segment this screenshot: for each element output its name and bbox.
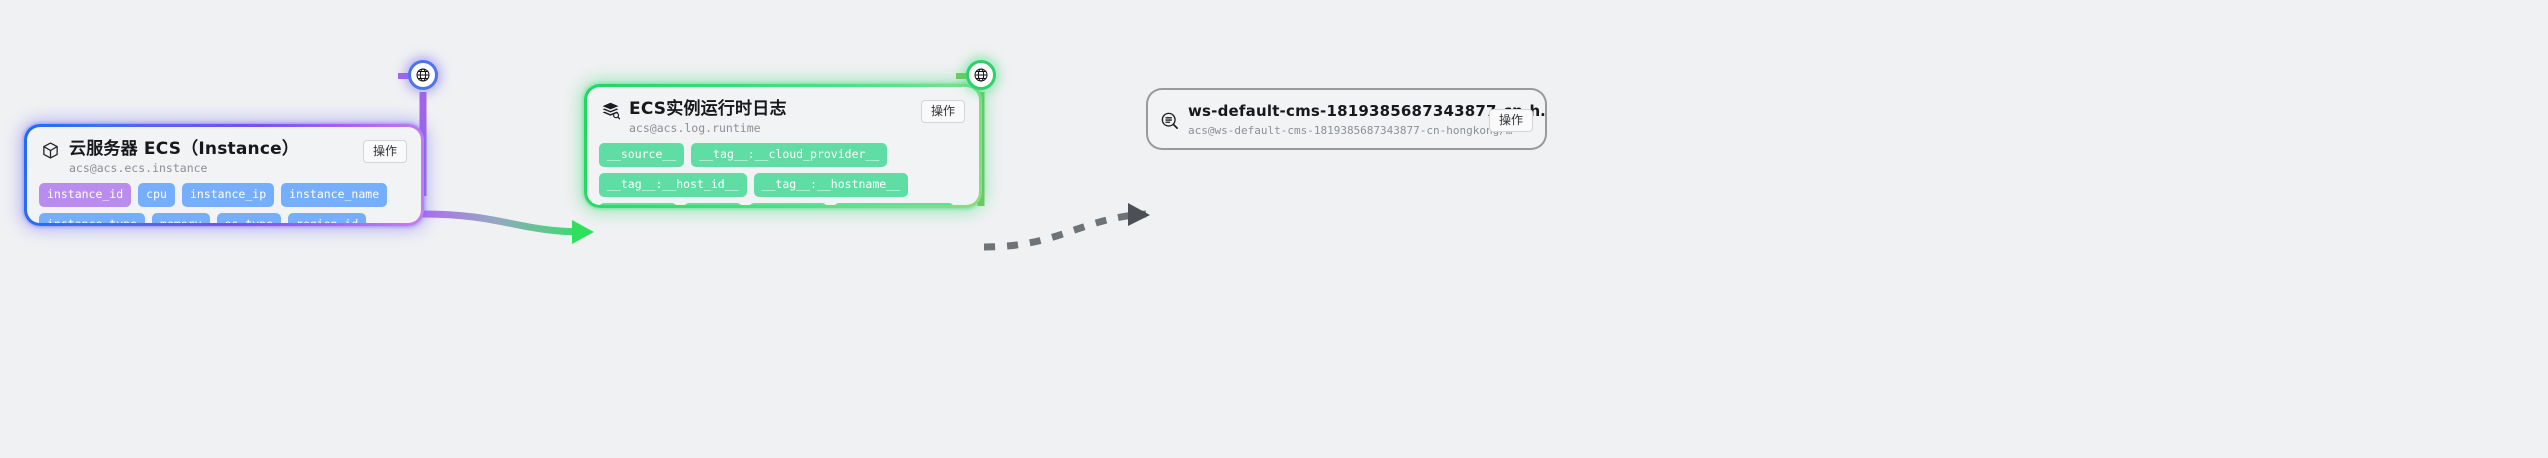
action-button-ecs-instance[interactable]: 操作 bbox=[362, 140, 407, 163]
globe-icon-handle-a[interactable] bbox=[408, 60, 438, 90]
node-ecs-instance-tags: instance_id cpu instance_ip instance_nam… bbox=[27, 177, 421, 223]
node-ecs-instance-body: 云服务器 ECS（Instance） acs@acs.ecs.instance … bbox=[27, 127, 421, 223]
tag-chip[interactable]: binary bbox=[684, 203, 742, 205]
tag-chip[interactable]: memory bbox=[152, 213, 210, 223]
node-subtitle: acs@acs.log.runtime bbox=[629, 121, 761, 135]
node-ecs-instance-header: 云服务器 ECS（Instance） acs@acs.ecs.instance … bbox=[27, 127, 421, 177]
node-ws-default-body: ws-default-cms-1819385687343877-cn-h… ac… bbox=[1148, 90, 1545, 148]
tag-chip[interactable]: instance_name bbox=[281, 183, 388, 207]
tag-chip[interactable]: __tag__:__hostname__ bbox=[753, 173, 909, 197]
globe-icon bbox=[416, 68, 430, 82]
tag-chip[interactable]: instance_ip bbox=[181, 183, 275, 207]
tag-chip[interactable]: cpu bbox=[138, 183, 175, 207]
tag-chip[interactable]: __source__ bbox=[599, 143, 685, 167]
tag-chip[interactable]: __tag__:__host_id__ bbox=[599, 173, 747, 197]
node-ecs-log-header: ECS实例运行时日志 acs@acs.log.runtime 操作 bbox=[587, 87, 979, 137]
node-ws-default-header: ws-default-cms-1819385687343877-cn-h… ac… bbox=[1148, 90, 1545, 139]
action-button-ws-default[interactable]: 操作 bbox=[1488, 109, 1533, 132]
globe-icon bbox=[974, 68, 988, 82]
node-title: ECS实例运行时日志 bbox=[629, 99, 787, 119]
edge-log-to-ws-arrow bbox=[1128, 203, 1150, 226]
node-title: 云服务器 ECS（Instance） bbox=[69, 139, 300, 159]
edge-log-to-ws bbox=[983, 210, 1147, 251]
tag-chip[interactable]: cap.inheritable bbox=[834, 203, 955, 205]
action-button-ecs-log[interactable]: 操作 bbox=[920, 100, 965, 123]
node-subtitle: acs@ws-default-cms-1819385687343877-cn-h… bbox=[1188, 124, 1513, 137]
search-list-icon bbox=[1160, 111, 1179, 130]
tag-chip[interactable]: instance_id bbox=[39, 183, 132, 207]
cube-icon bbox=[41, 141, 60, 160]
node-subtitle: acs@acs.ecs.instance bbox=[69, 161, 208, 175]
tag-chip[interactable]: region_id bbox=[288, 213, 367, 223]
edge-ecs-to-log bbox=[420, 210, 588, 236]
tag-chip[interactable]: instance_type bbox=[39, 213, 146, 223]
node-ecs-instance[interactable]: 云服务器 ECS（Instance） acs@acs.ecs.instance … bbox=[24, 124, 424, 226]
node-ecs-instance-text: 云服务器 ECS（Instance） acs@acs.ecs.instance bbox=[69, 139, 355, 177]
globe-icon-handle-b[interactable] bbox=[966, 60, 996, 90]
tag-chip[interactable]: arguments bbox=[599, 203, 678, 205]
tag-chip[interactable]: __tag__:__cloud_provider__ bbox=[691, 143, 888, 167]
log-search-icon bbox=[601, 101, 621, 120]
tag-chip[interactable]: call_name bbox=[748, 203, 828, 205]
node-ecs-log[interactable]: ECS实例运行时日志 acs@acs.log.runtime 操作 __sour… bbox=[584, 84, 982, 208]
node-ecs-log-text: ECS实例运行时日志 acs@acs.log.runtime bbox=[629, 99, 913, 137]
node-ecs-log-tags: __source__ __tag__:__cloud_provider__ __… bbox=[587, 137, 979, 205]
node-ws-default[interactable]: ws-default-cms-1819385687343877-cn-h… ac… bbox=[1146, 88, 1547, 150]
node-ecs-log-body: ECS实例运行时日志 acs@acs.log.runtime 操作 __sour… bbox=[587, 87, 979, 205]
edge-ecs-to-log-arrow bbox=[572, 220, 594, 244]
tag-chip[interactable]: os_type bbox=[216, 213, 282, 223]
node-ws-default-text: ws-default-cms-1819385687343877-cn-h… ac… bbox=[1188, 101, 1545, 139]
